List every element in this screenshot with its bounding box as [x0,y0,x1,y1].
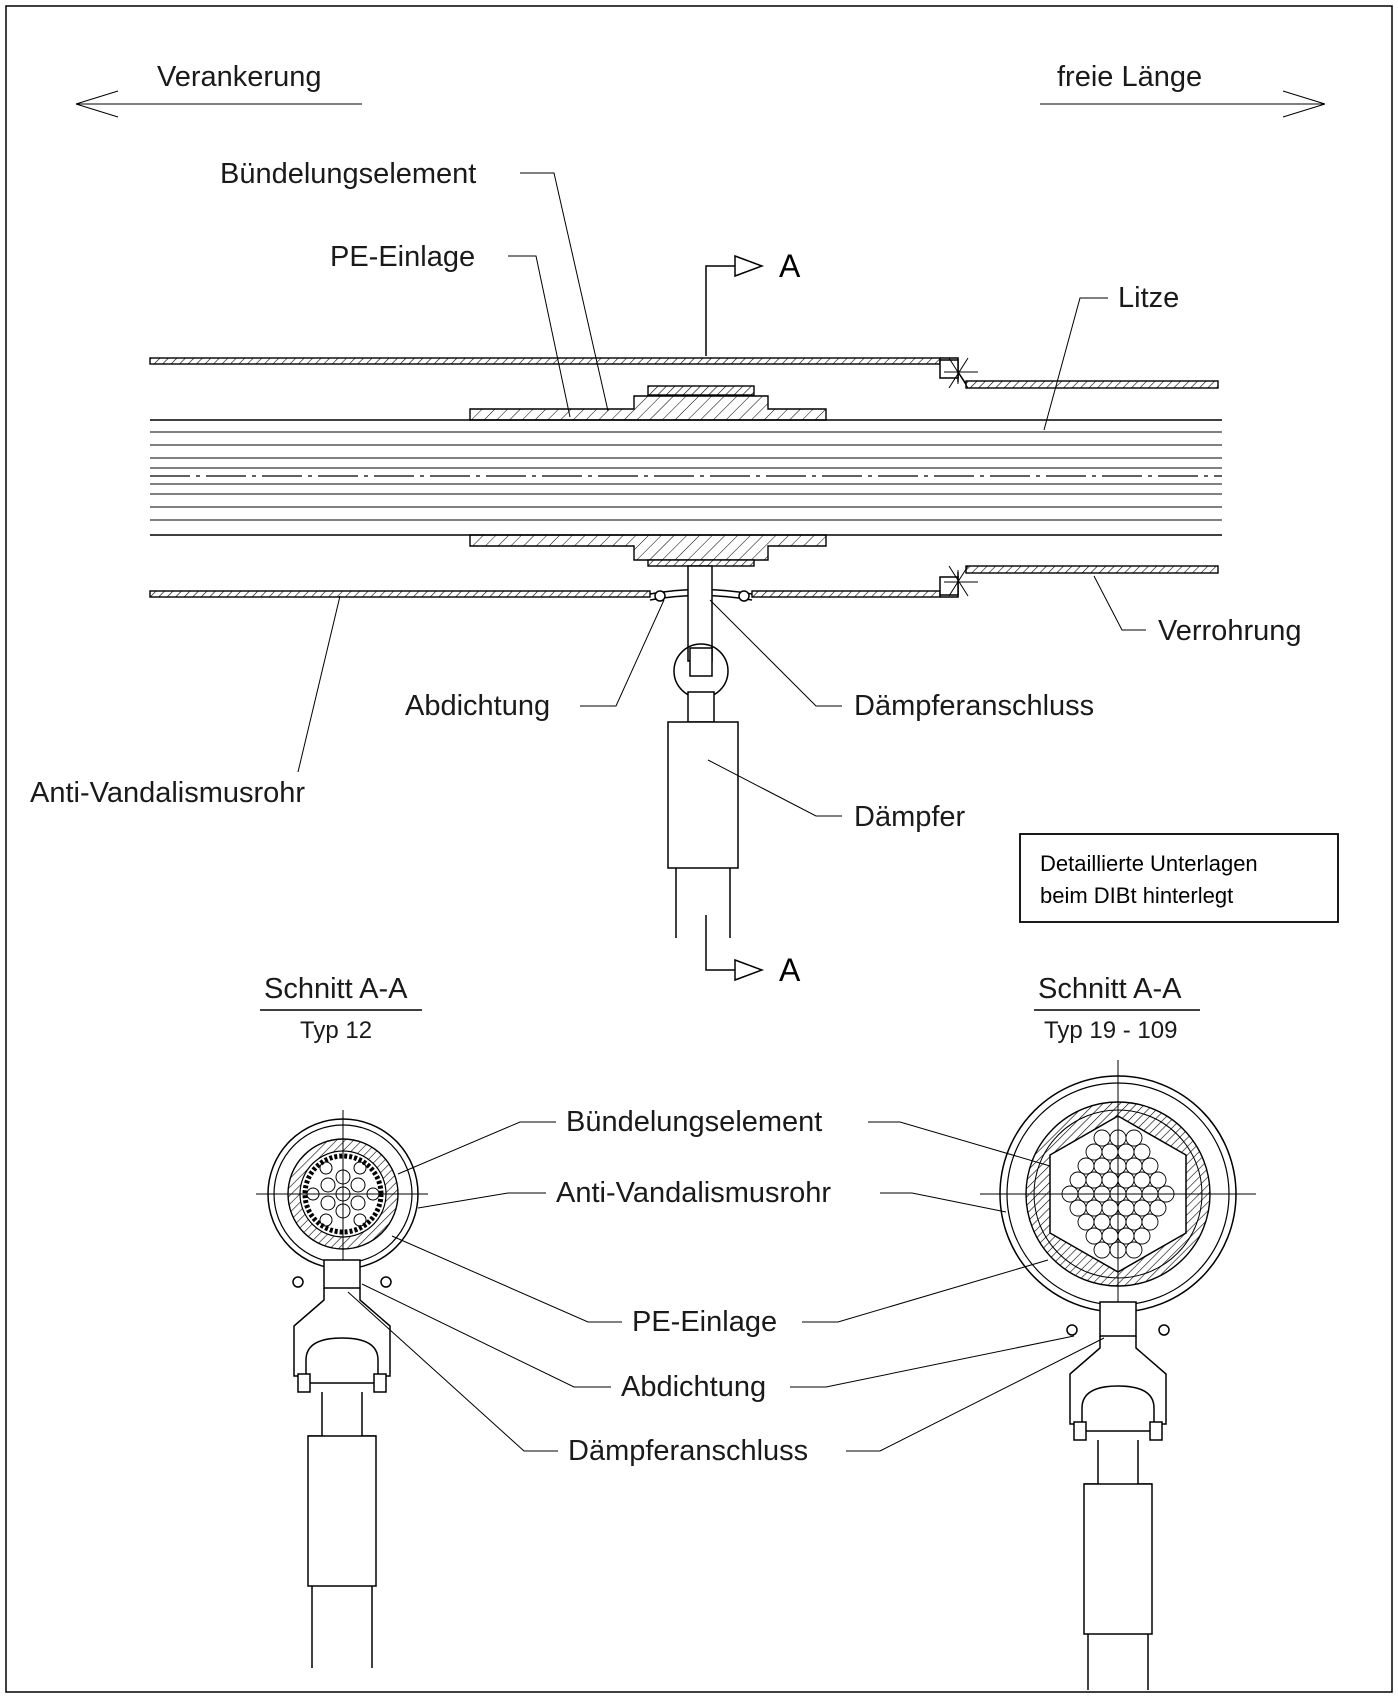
label-pe-einlage: PE-Einlage [330,241,475,273]
buendelungselement-bottom [469,534,827,561]
section-label-daempferanschluss: Dämpferanschluss [568,1435,808,1467]
leader-verrohrung [1093,575,1146,631]
bundling-top-cap [647,385,755,396]
anti-vandal-pipe-top [149,357,941,365]
coupling-top [939,359,959,379]
label-daempferanschluss: Dämpferanschluss [854,690,1094,722]
section-label-abdichtung: Abdichtung [621,1371,766,1403]
leader-litze [1043,297,1108,431]
note-line-1: Detaillierte Unterlagen [1040,851,1258,876]
leader-anti-vandalismusrohr [297,595,341,773]
section-title-right: Schnitt A-A Typ 19 - 109 [1034,973,1200,1044]
direction-right: freie Länge [1040,61,1326,118]
section-marker-top-label: A [779,248,801,284]
note-line-2: beim DIBt hinterlegt [1040,883,1233,908]
strand-bundle [150,419,1222,536]
section-marker-top: A [705,248,801,356]
label-litze: Litze [1118,282,1179,314]
direction-left-label: Verankerung [157,61,321,93]
upper-step-2 [957,371,967,385]
leader-pe-einlage [508,255,571,418]
section-right-title: Schnitt A-A [1038,973,1182,1005]
label-buendelungselement: Bündelungselement [220,158,476,190]
drawing-frame [5,5,1393,1693]
label-abdichtung: Abdichtung [405,690,550,722]
section-labels: Bündelungselement Anti-Vandalismusrohr P… [347,1106,1105,1467]
section-left-drawing [256,1110,428,1668]
section-marker-bottom: A [705,915,801,988]
leader-daempfer [707,759,842,817]
section-right-subtitle: Typ 19 - 109 [1044,1017,1177,1044]
direction-right-label: freie Länge [1057,61,1202,93]
section-label-pe-einlage: PE-Einlage [632,1306,777,1338]
label-daempfer: Dämpfer [854,801,966,833]
verrohrung-pipe-bottom [965,565,1219,574]
anti-vandal-pipe-bottom-r [751,590,941,598]
buendelungselement-top [469,395,827,421]
section-label-anti-vandalismusrohr: Anti-Vandalismusrohr [556,1177,831,1209]
section-right-strands [1061,1129,1175,1259]
note-box: Detaillierte Unterlagen beim DIBt hinter… [1019,833,1339,923]
arrow-left-icon [75,90,362,118]
bundling-bottom-cap [647,559,755,567]
elevation-view: A A Bündelungselement PE-Einlage Litze V… [30,158,1302,988]
section-right-drawing [980,1060,1256,1690]
leader-abdichtung [580,599,665,707]
daempfer-body [667,721,739,869]
leader-daempferanschluss [709,599,842,707]
direction-left: Verankerung [75,61,362,118]
section-left-title: Schnitt A-A [264,973,408,1005]
section-marker-bottom-label: A [779,952,801,988]
coupling-bottom-star [944,565,978,597]
section-title-left: Schnitt A-A Typ 12 [260,973,422,1044]
arrow-right-icon [1040,90,1326,118]
label-verrohrung: Verrohrung [1158,615,1302,647]
label-anti-vandalismusrohr: Anti-Vandalismusrohr [30,777,305,809]
verrohrung-pipe-top [965,380,1219,389]
section-left-subtitle: Typ 12 [300,1017,372,1044]
damper-connection [649,565,753,938]
section-label-buendelungselement: Bündelungselement [566,1106,822,1138]
anti-vandal-pipe-bottom [149,590,651,598]
leader-buendelungselement [520,172,609,412]
